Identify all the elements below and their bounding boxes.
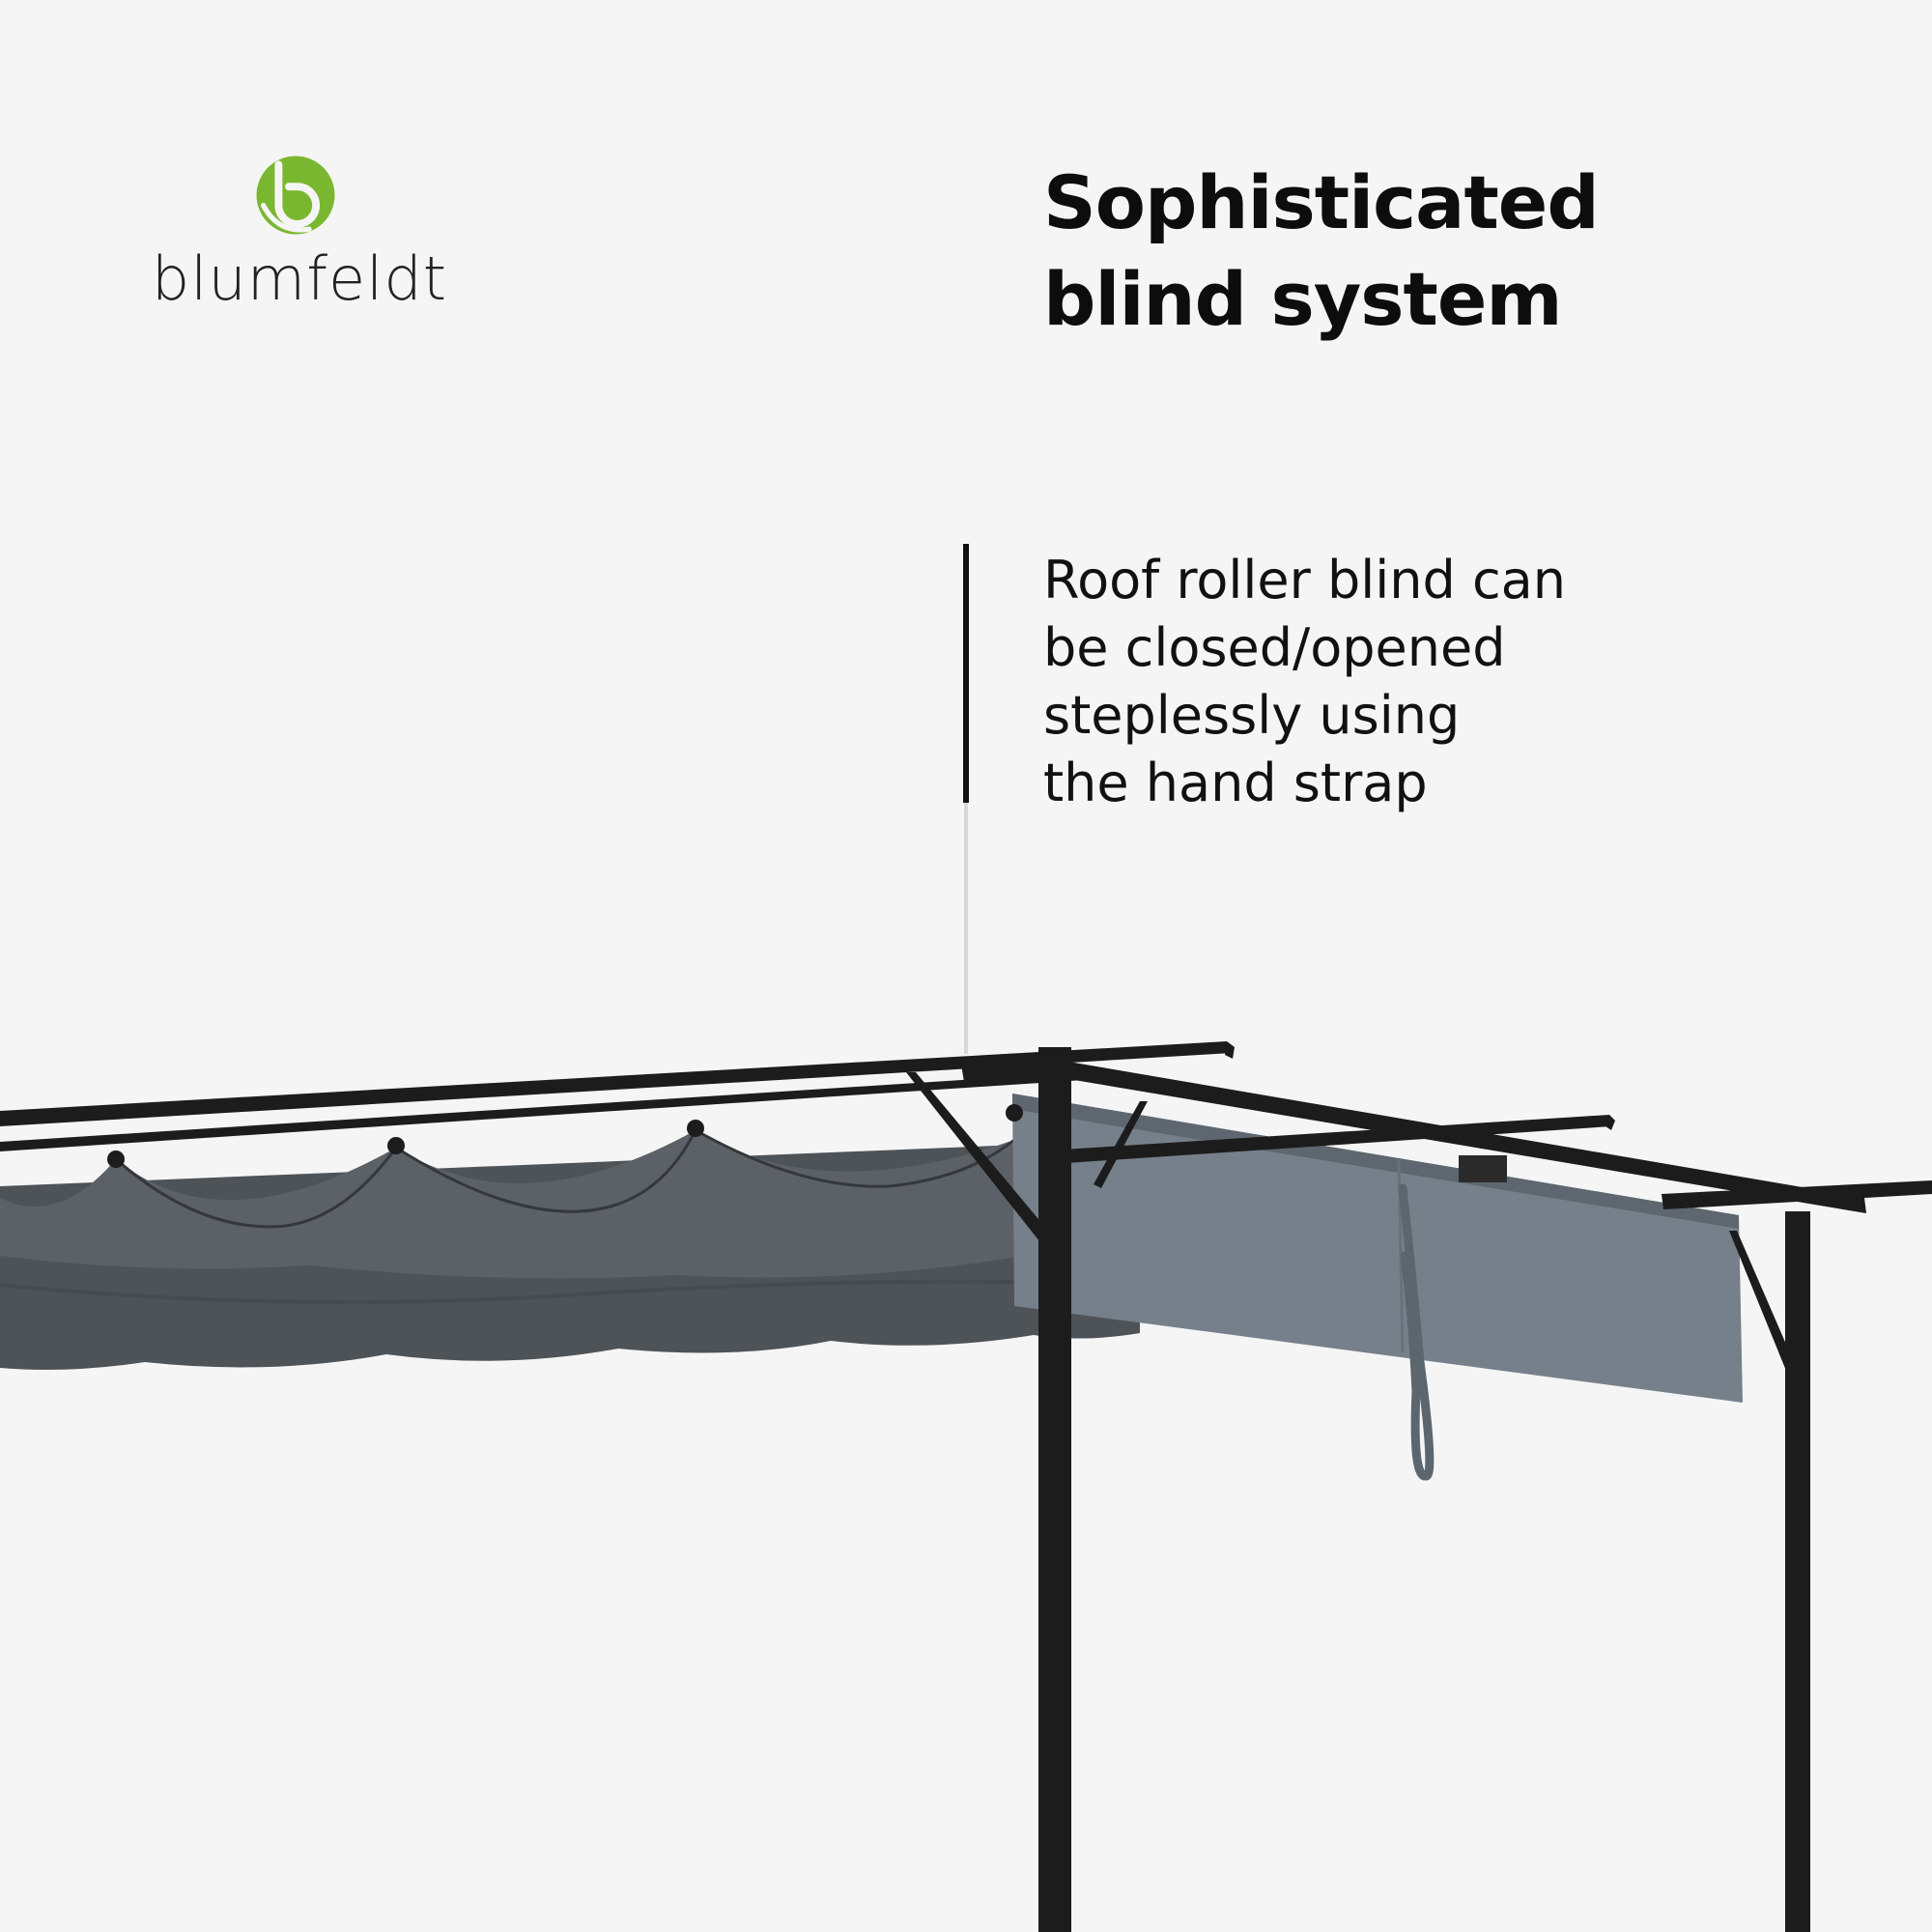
callout-leader-line (964, 803, 968, 1054)
hand-strap (1398, 1183, 1435, 1481)
brand-name: blumfeldt (151, 243, 448, 314)
leaf-b-logo-icon (256, 156, 335, 235)
description-line-1: Roof roller blind can (1043, 550, 1566, 611)
pergola-illustration (0, 1041, 1932, 1932)
description-line-3: steplessly using (1043, 685, 1461, 746)
feature-description: Roof roller blind can be closed/opened s… (1043, 547, 1893, 817)
headline-line-1: Sophisticated (1043, 159, 1600, 245)
headline-line-2: blind system (1043, 256, 1563, 342)
callout-bar (963, 544, 969, 803)
gathered-blind-fabric (0, 1128, 1141, 1370)
description-line-4: the hand strap (1043, 753, 1428, 813)
description-line-2: be closed/opened (1043, 617, 1506, 678)
pergola-frame (0, 1041, 1932, 1932)
page-title: Sophisticated blind system (1043, 155, 1893, 348)
brand-logo: blumfeldt (145, 145, 454, 319)
